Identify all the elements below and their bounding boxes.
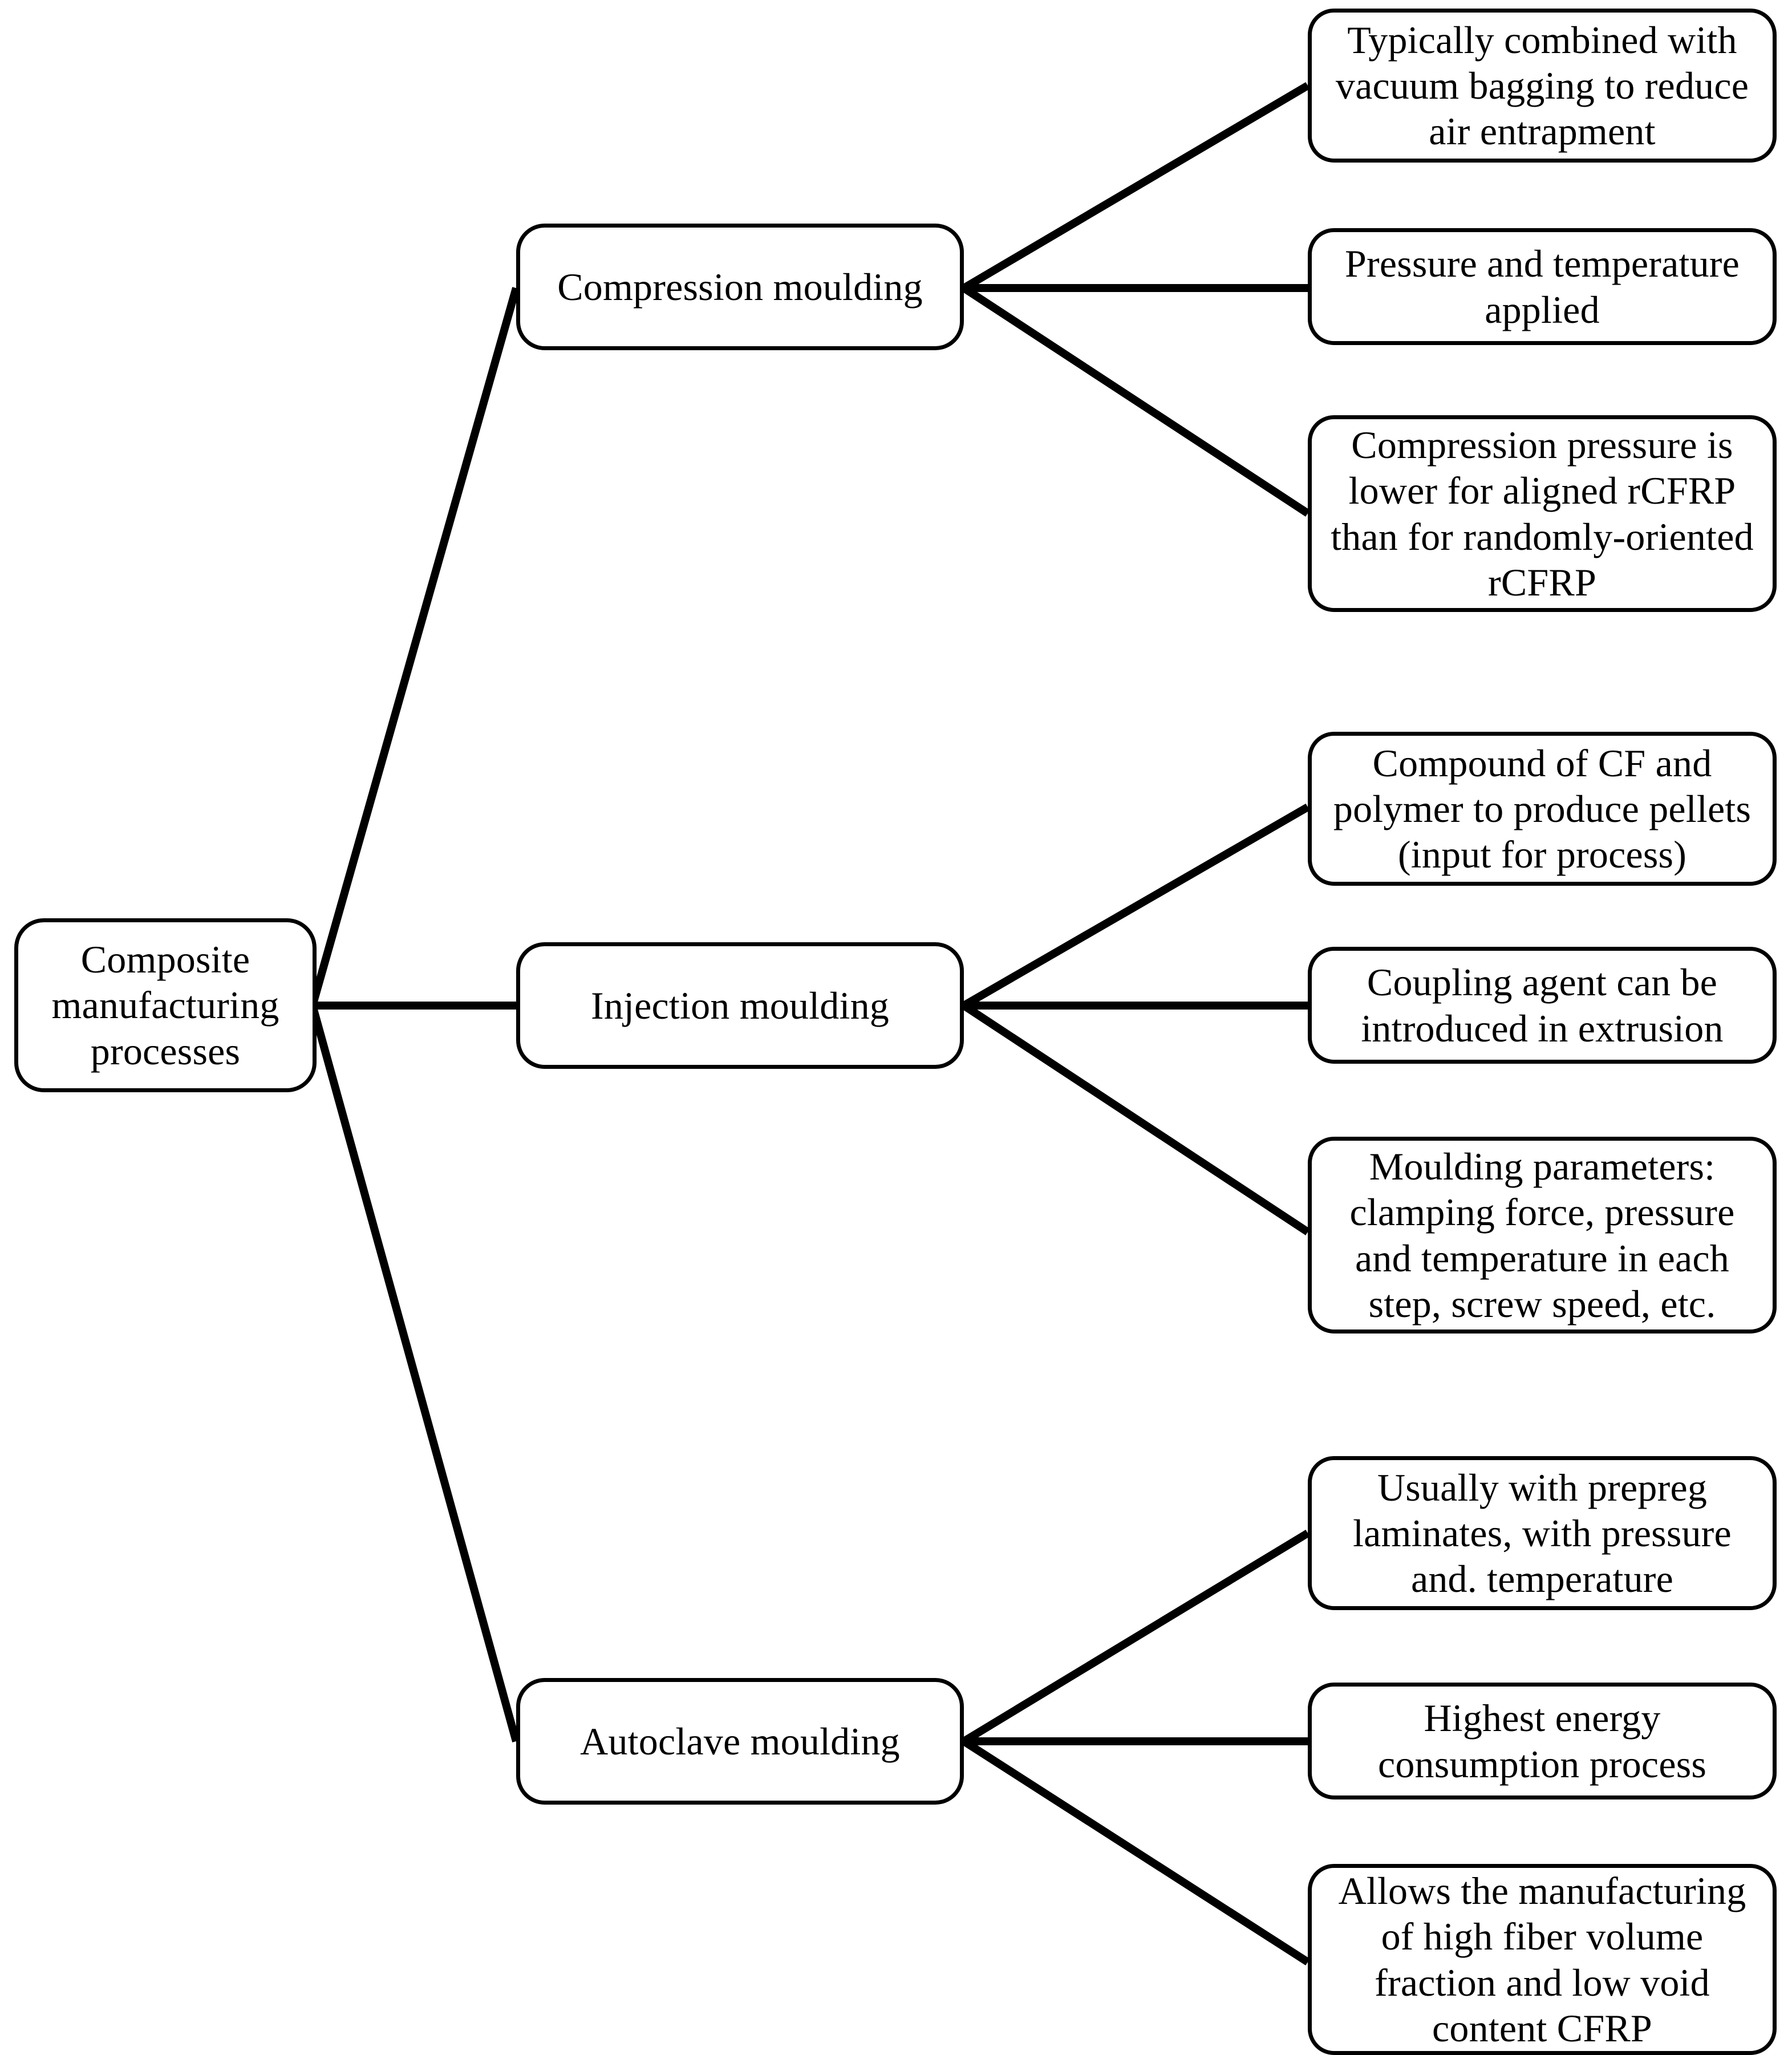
edge-injection-to-leaf-3 bbox=[962, 1002, 1310, 1235]
node-leaf-autoclave-prepreg-laminates-label: Usually with prepreg laminates, with pre… bbox=[1353, 1465, 1732, 1601]
node-leaf-compression-vacuum-bagging-label: Typically combined with vacuum bagging t… bbox=[1335, 18, 1749, 153]
edge-injection-to-leaf-1 bbox=[962, 803, 1310, 1010]
node-leaf-injection-compound-pellets-label: Compound of CF and polymer to produce pe… bbox=[1333, 741, 1752, 877]
node-leaf-injection-compound-pellets[interactable]: Compound of CF and polymer to produce pe… bbox=[1308, 732, 1777, 886]
edge-root-to-compression bbox=[309, 287, 520, 1007]
node-root-composite-manufacturing-processes[interactable]: Composite manufacturing processes bbox=[14, 918, 317, 1092]
node-leaf-compression-pressure-aligned-rcfrp-label: Compression pressure is lower for aligne… bbox=[1331, 423, 1754, 604]
node-leaf-compression-vacuum-bagging[interactable]: Typically combined with vacuum bagging t… bbox=[1308, 9, 1777, 163]
node-branch-injection-moulding-label: Injection moulding bbox=[591, 983, 889, 1027]
node-leaf-injection-coupling-agent-label: Coupling agent can be introduced in extr… bbox=[1361, 960, 1724, 1050]
node-leaf-injection-coupling-agent[interactable]: Coupling agent can be introduced in extr… bbox=[1308, 947, 1777, 1064]
node-leaf-injection-moulding-parameters-label: Moulding parameters: clamping force, pre… bbox=[1349, 1145, 1735, 1326]
node-leaf-autoclave-highest-energy-label: Highest energy consumption process bbox=[1377, 1696, 1707, 1786]
edge-compression-to-leaf-1 bbox=[962, 82, 1310, 292]
node-leaf-autoclave-prepreg-laminates[interactable]: Usually with prepreg laminates, with pre… bbox=[1308, 1456, 1777, 1610]
node-leaf-autoclave-highest-energy[interactable]: Highest energy consumption process bbox=[1308, 1683, 1777, 1799]
node-leaf-compression-pressure-temperature[interactable]: Pressure and temperature applied bbox=[1308, 228, 1777, 345]
node-branch-compression-moulding[interactable]: Compression moulding bbox=[516, 224, 964, 350]
node-branch-autoclave-moulding-label: Autoclave moulding bbox=[580, 1719, 900, 1763]
node-branch-autoclave-moulding[interactable]: Autoclave moulding bbox=[516, 1678, 964, 1805]
edge-compression-to-leaf-3 bbox=[962, 285, 1310, 517]
node-branch-injection-moulding[interactable]: Injection moulding bbox=[516, 942, 964, 1069]
node-branch-compression-moulding-label: Compression moulding bbox=[557, 265, 923, 309]
node-leaf-compression-pressure-temperature-label: Pressure and temperature applied bbox=[1344, 242, 1740, 331]
edge-root-to-autoclave bbox=[309, 1004, 520, 1742]
edge-autoclave-to-leaf-3 bbox=[962, 1738, 1310, 1965]
node-leaf-autoclave-high-fiber-volume[interactable]: Allows the manufacturing of high fiber v… bbox=[1308, 1864, 1777, 2055]
node-leaf-autoclave-high-fiber-volume-label: Allows the manufacturing of high fiber v… bbox=[1338, 1869, 1746, 2050]
node-leaf-compression-pressure-aligned-rcfrp[interactable]: Compression pressure is lower for aligne… bbox=[1308, 415, 1777, 612]
node-root-label: Composite manufacturing processes bbox=[51, 938, 279, 1073]
edge-autoclave-to-leaf-1 bbox=[962, 1530, 1310, 1745]
node-leaf-injection-moulding-parameters[interactable]: Moulding parameters: clamping force, pre… bbox=[1308, 1137, 1777, 1333]
